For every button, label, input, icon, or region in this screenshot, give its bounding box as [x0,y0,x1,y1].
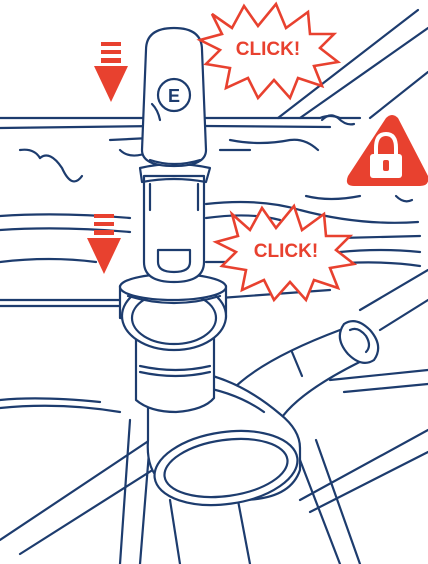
click-label: CLICK! [236,39,300,60]
clip-letter-label: E [168,86,180,106]
lock-warning-icon [347,115,428,186]
click-label: CLICK! [254,241,318,262]
click-burst-top: CLICK! [200,4,338,98]
click-burst-bottom: CLICK! [216,206,354,300]
vertical-tube [120,274,226,412]
arrow-down-icon [87,214,121,274]
clip-connector: E [140,28,210,282]
arrow-down-icon [94,42,128,102]
